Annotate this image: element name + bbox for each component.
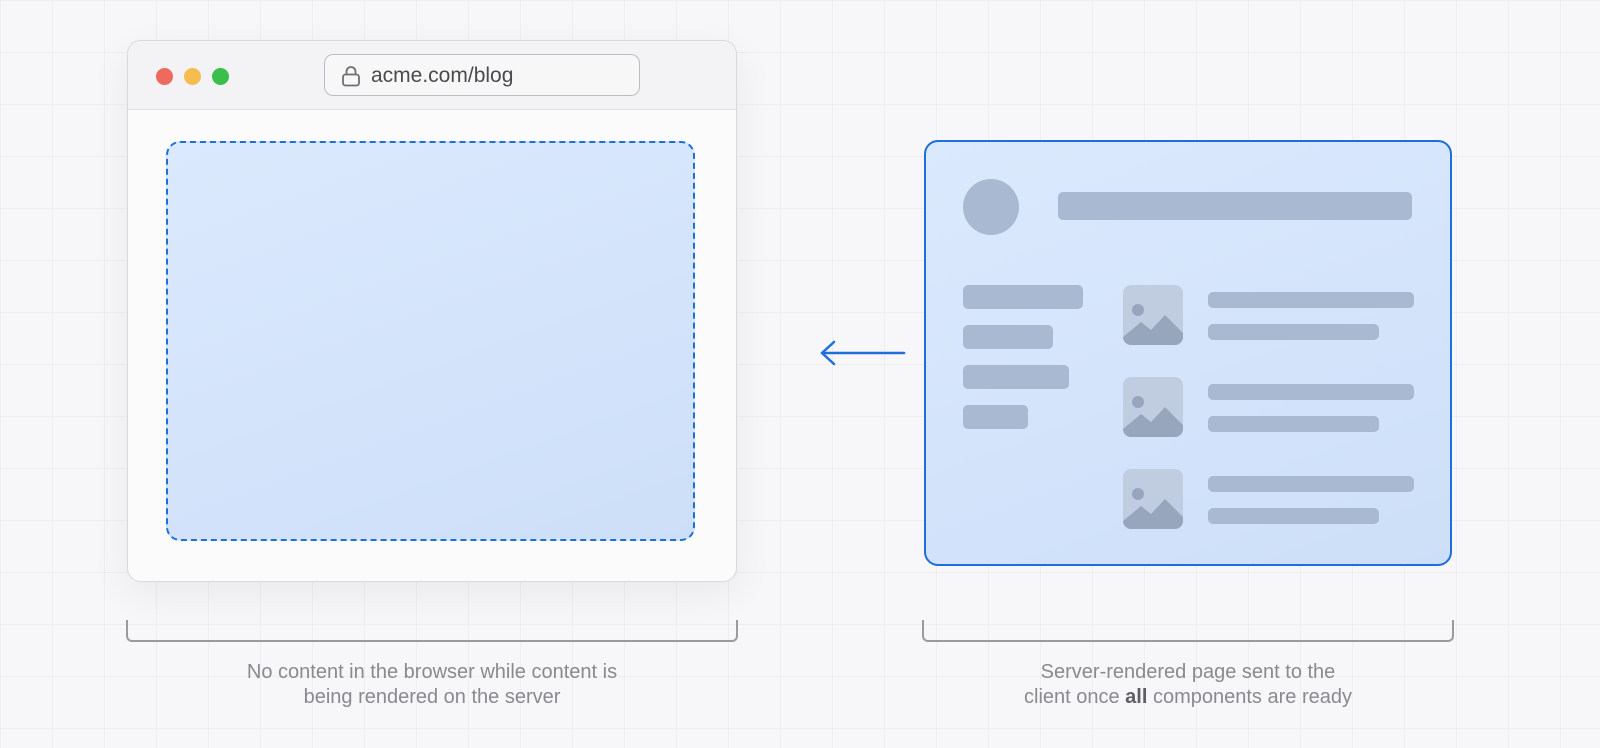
sidebar-skeleton-3 (963, 365, 1069, 389)
rendered-page-card (924, 140, 1452, 566)
arrow-left-icon (820, 340, 906, 366)
avatar-skeleton (963, 179, 1019, 235)
browser-titlebar: acme.com/blog (128, 41, 736, 110)
right-caption-post: components are ready (1147, 686, 1352, 708)
list-line-skeleton (1208, 292, 1414, 308)
list-line-skeleton (1208, 384, 1414, 400)
address-url: acme.com/blog (371, 64, 514, 87)
right-caption-line-1: Server-rendered page sent to the (1040, 661, 1336, 683)
list-line-skeleton (1208, 476, 1414, 492)
image-placeholder-icon (1123, 377, 1183, 437)
title-skeleton (1058, 192, 1412, 220)
address-bar[interactable]: acme.com/blog (324, 54, 640, 96)
left-caption-line-2: being rendered on the server (303, 686, 561, 708)
sidebar-skeleton-4 (963, 405, 1028, 429)
right-caption-line-2: client once all components are ready (922, 685, 1454, 710)
right-caption-pre: client once (1024, 686, 1126, 708)
minimize-window-button[interactable] (184, 68, 201, 85)
left-bracket (126, 620, 738, 642)
maximize-window-button[interactable] (212, 68, 229, 85)
sidebar-skeleton-2 (963, 325, 1053, 349)
image-placeholder-icon (1123, 469, 1183, 529)
left-caption-line-1: No content in the browser while content … (246, 661, 618, 683)
close-window-button[interactable] (156, 68, 173, 85)
empty-content-placeholder (166, 141, 695, 541)
list-line-skeleton (1208, 324, 1379, 340)
left-caption: No content in the browser while content … (126, 660, 738, 710)
list-line-skeleton (1208, 416, 1379, 432)
list-line-skeleton (1208, 508, 1379, 524)
right-caption-emphasis: all (1125, 686, 1148, 708)
right-caption: Server-rendered page sent to the client … (922, 660, 1454, 710)
sidebar-skeleton-1 (963, 285, 1083, 309)
browser-window: acme.com/blog (127, 40, 737, 582)
right-bracket (922, 620, 1454, 642)
lock-icon (342, 66, 360, 87)
image-placeholder-icon (1123, 285, 1183, 345)
